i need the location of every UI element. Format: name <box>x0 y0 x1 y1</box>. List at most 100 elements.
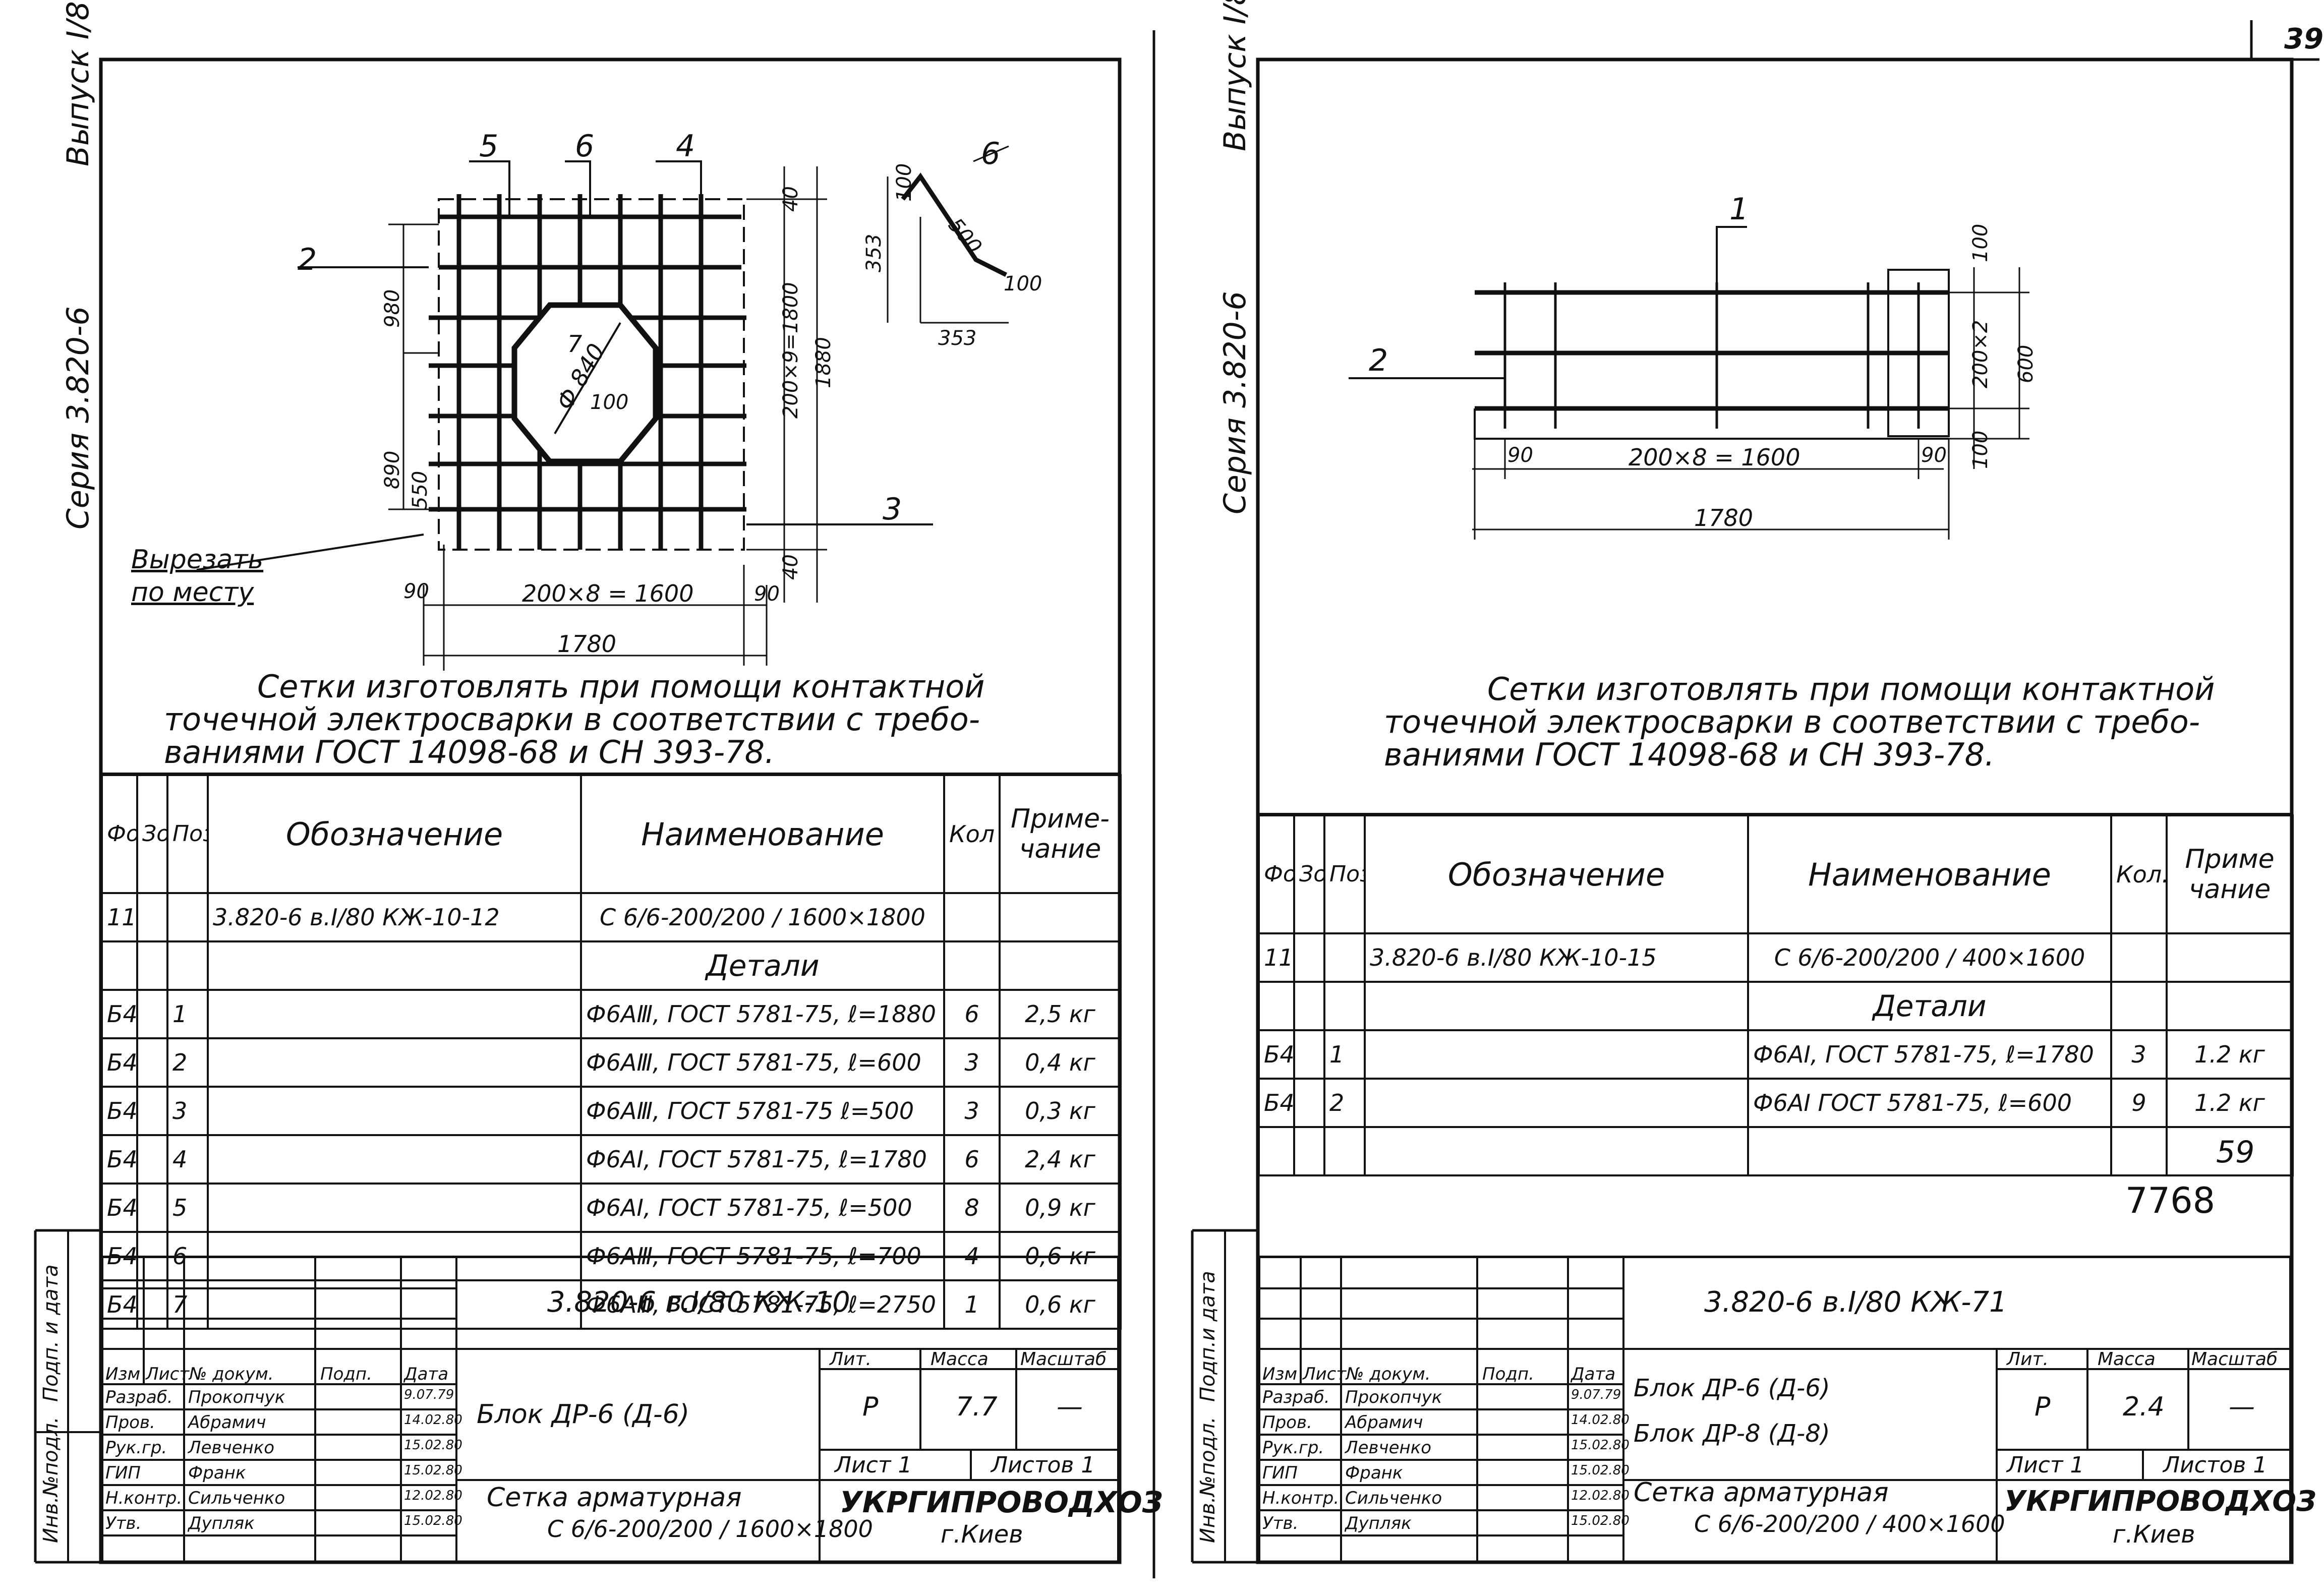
header-qty: Кол. <box>2110 814 2168 934</box>
tb-scale-header: Масштаб <box>1020 1349 1107 1370</box>
tb-doc-title-2: С 6/6-200/200 / 1600×1800 <box>547 1515 873 1543</box>
tb-staff-name: Франк <box>1345 1463 1403 1483</box>
side-label-inv: Инв.№подл. <box>1196 1416 1219 1543</box>
dim-980: 980 <box>381 289 404 328</box>
tb-sheet: Лист 1 <box>835 1452 912 1478</box>
cell-format: Б4 <box>1258 1029 1295 1080</box>
tb-role: Разраб. <box>1262 1387 1330 1407</box>
tb-scale-header: Масштаб <box>2191 1349 2278 1370</box>
tb-hdr-docnum: № докум. <box>189 1364 274 1384</box>
cell-note: 2,5 кг <box>999 989 1122 1039</box>
tb-staff-name: Левченко <box>188 1438 275 1458</box>
tb-role: Утв. <box>105 1513 142 1533</box>
cell-qty: 3 <box>943 1037 1001 1088</box>
tb-mass: 2.4 <box>2123 1392 2165 1422</box>
side-label-issue: Выпуск I/80 <box>61 0 96 166</box>
tb-staff-date: 12.02.80 <box>1571 1488 1630 1503</box>
tb-lit: Р <box>2035 1392 2051 1422</box>
header-zone: Зона <box>136 774 168 894</box>
cell-pos: 1 <box>1323 1029 1366 1080</box>
cell-format: Б4 <box>101 1183 138 1233</box>
dim-550: 550 <box>409 470 432 509</box>
tb-staff-name: Сильченко <box>188 1488 285 1508</box>
dim-40a: 40 <box>779 186 802 212</box>
table-row: 11 3.820-6 в.I/80 КЖ-10-12 С 6/6-200/200… <box>101 892 1122 942</box>
tb-role: ГИП <box>1262 1463 1298 1483</box>
tb-role: Пров. <box>105 1412 155 1433</box>
fabrication-note-line-3: ваниями ГОСТ 14098-68 и СН 393-78. <box>164 734 775 771</box>
callout-5: 5 <box>479 129 499 164</box>
cell-note: 1.2 кг <box>2166 1078 2294 1128</box>
cell-qty: 9 <box>2110 1078 2168 1128</box>
tb-role: Пров. <box>1262 1412 1312 1433</box>
cell-pos: 1 <box>166 989 209 1039</box>
archive-number: 7768 <box>2125 1180 2216 1221</box>
cell-format: 11 <box>101 892 138 942</box>
section-details: Детали <box>1747 981 2112 1031</box>
side-label-sign: Подп. и дата <box>39 1264 63 1402</box>
drawing-sheet-left: Выпуск I/80 Серия 3.820-6 Инв.№подл. Под… <box>34 0 1163 1564</box>
header-pos: Поз. <box>1323 814 1366 934</box>
cut-label-1: Вырезать <box>131 545 264 575</box>
cell-name: С 6/6-200/200 / 1600×1800 <box>580 892 945 942</box>
dim-1880: 1880 <box>812 337 835 388</box>
cell-pos: 2 <box>166 1037 209 1088</box>
tb-organization: УКРГИПРОВОДХОЗ <box>2004 1485 2316 1518</box>
tb-role: Разраб. <box>105 1387 173 1407</box>
section-details: Детали <box>580 940 945 991</box>
specification-table: Формат Зона Поз. Обозначение Наименовани… <box>101 774 1122 1330</box>
cell-pos: 4 <box>166 1134 209 1185</box>
tb-city: г.Киев <box>2113 1520 2195 1549</box>
cell-note: 0,4 кг <box>999 1037 1122 1088</box>
left-sheet-linework <box>34 57 1122 1564</box>
cell-pos: 3 <box>166 1086 209 1136</box>
side-label-inv: Инв.№подл. <box>39 1416 63 1543</box>
callout-4: 4 <box>676 129 695 164</box>
dim-200x8: 200×8 = 1600 <box>522 580 694 607</box>
tb-staff-date: 15.02.80 <box>404 1438 462 1453</box>
tb-role: ГИП <box>105 1463 141 1483</box>
title-block: 3.820-6 в.I/80 КЖ-10 Изм Лист № докум. П… <box>101 1256 1163 1563</box>
cell-name: Ф6АⅢ, ГОСТ 5781-75, ℓ=2750 <box>580 1279 945 1330</box>
tb-doc-title-2: С 6/6-200/200 / 400×1600 <box>1694 1510 2005 1538</box>
tb-staff-date: 9.07.79 <box>1571 1387 1621 1402</box>
fabrication-note-line-1: Сетки изготовлять при помощи контактной <box>257 668 985 705</box>
dim-1780: 1780 <box>557 630 617 658</box>
dim-200x9: 200×9=1800 <box>779 282 802 419</box>
header-format: Формат <box>1258 814 1295 934</box>
cell-name: С 6/6-200/200 / 400×1600 <box>1747 932 2112 983</box>
callout-2: 2 <box>298 242 317 277</box>
cell-format: Б4 <box>101 1037 138 1088</box>
tb-city: г.Киев <box>941 1520 1023 1549</box>
sheet-divider <box>1152 30 1155 1578</box>
tb-staff-date: 15.02.80 <box>1571 1438 1630 1453</box>
dim-40b: 40 <box>779 554 802 580</box>
table-row <box>1258 1126 2294 1176</box>
table-header-row: Формат Зона Поз. Обозначение Наименовани… <box>1258 814 2294 934</box>
side-label-issue: Выпуск I/80 <box>1217 0 1253 151</box>
tb-staff-name: Абрамич <box>188 1412 266 1433</box>
cell-note: 1.2 кг <box>2166 1029 2294 1080</box>
callout-3: 3 <box>883 492 902 527</box>
callout-bend-6: 6 <box>981 136 1001 171</box>
header-pos: Поз. <box>166 774 209 894</box>
header-designation: Обозначение <box>1364 814 1749 934</box>
tb-staff-name: Прокопчук <box>1345 1387 1442 1407</box>
tb-item-name: Блок ДР-6 (Д-6) <box>1634 1374 1830 1402</box>
stamp-number: 59 <box>2216 1135 2255 1170</box>
tb-item-name: Блок ДР-6 (Д-6) <box>477 1399 690 1430</box>
cell-format: Б4 <box>1258 1078 1295 1128</box>
cell-qty: 3 <box>943 1086 1001 1136</box>
cell-name: Ф6АⅢ, ГОСТ 5781-75 ℓ=500 <box>580 1086 945 1136</box>
tb-hdr-date: Дата <box>1571 1364 1616 1384</box>
cell-name: Ф6АI, ГОСТ 5781-75, ℓ=500 <box>580 1183 945 1233</box>
tb-doc-title-1: Сетка арматурная <box>1634 1477 1889 1508</box>
tb-staff-name: Сильченко <box>1345 1488 1442 1508</box>
dim-1780: 1780 <box>1694 504 1754 531</box>
bend-dim-100a: 100 <box>893 163 916 202</box>
tb-staff-name: Абрамич <box>1345 1412 1423 1433</box>
tb-role: Н.контр. <box>1262 1488 1340 1508</box>
